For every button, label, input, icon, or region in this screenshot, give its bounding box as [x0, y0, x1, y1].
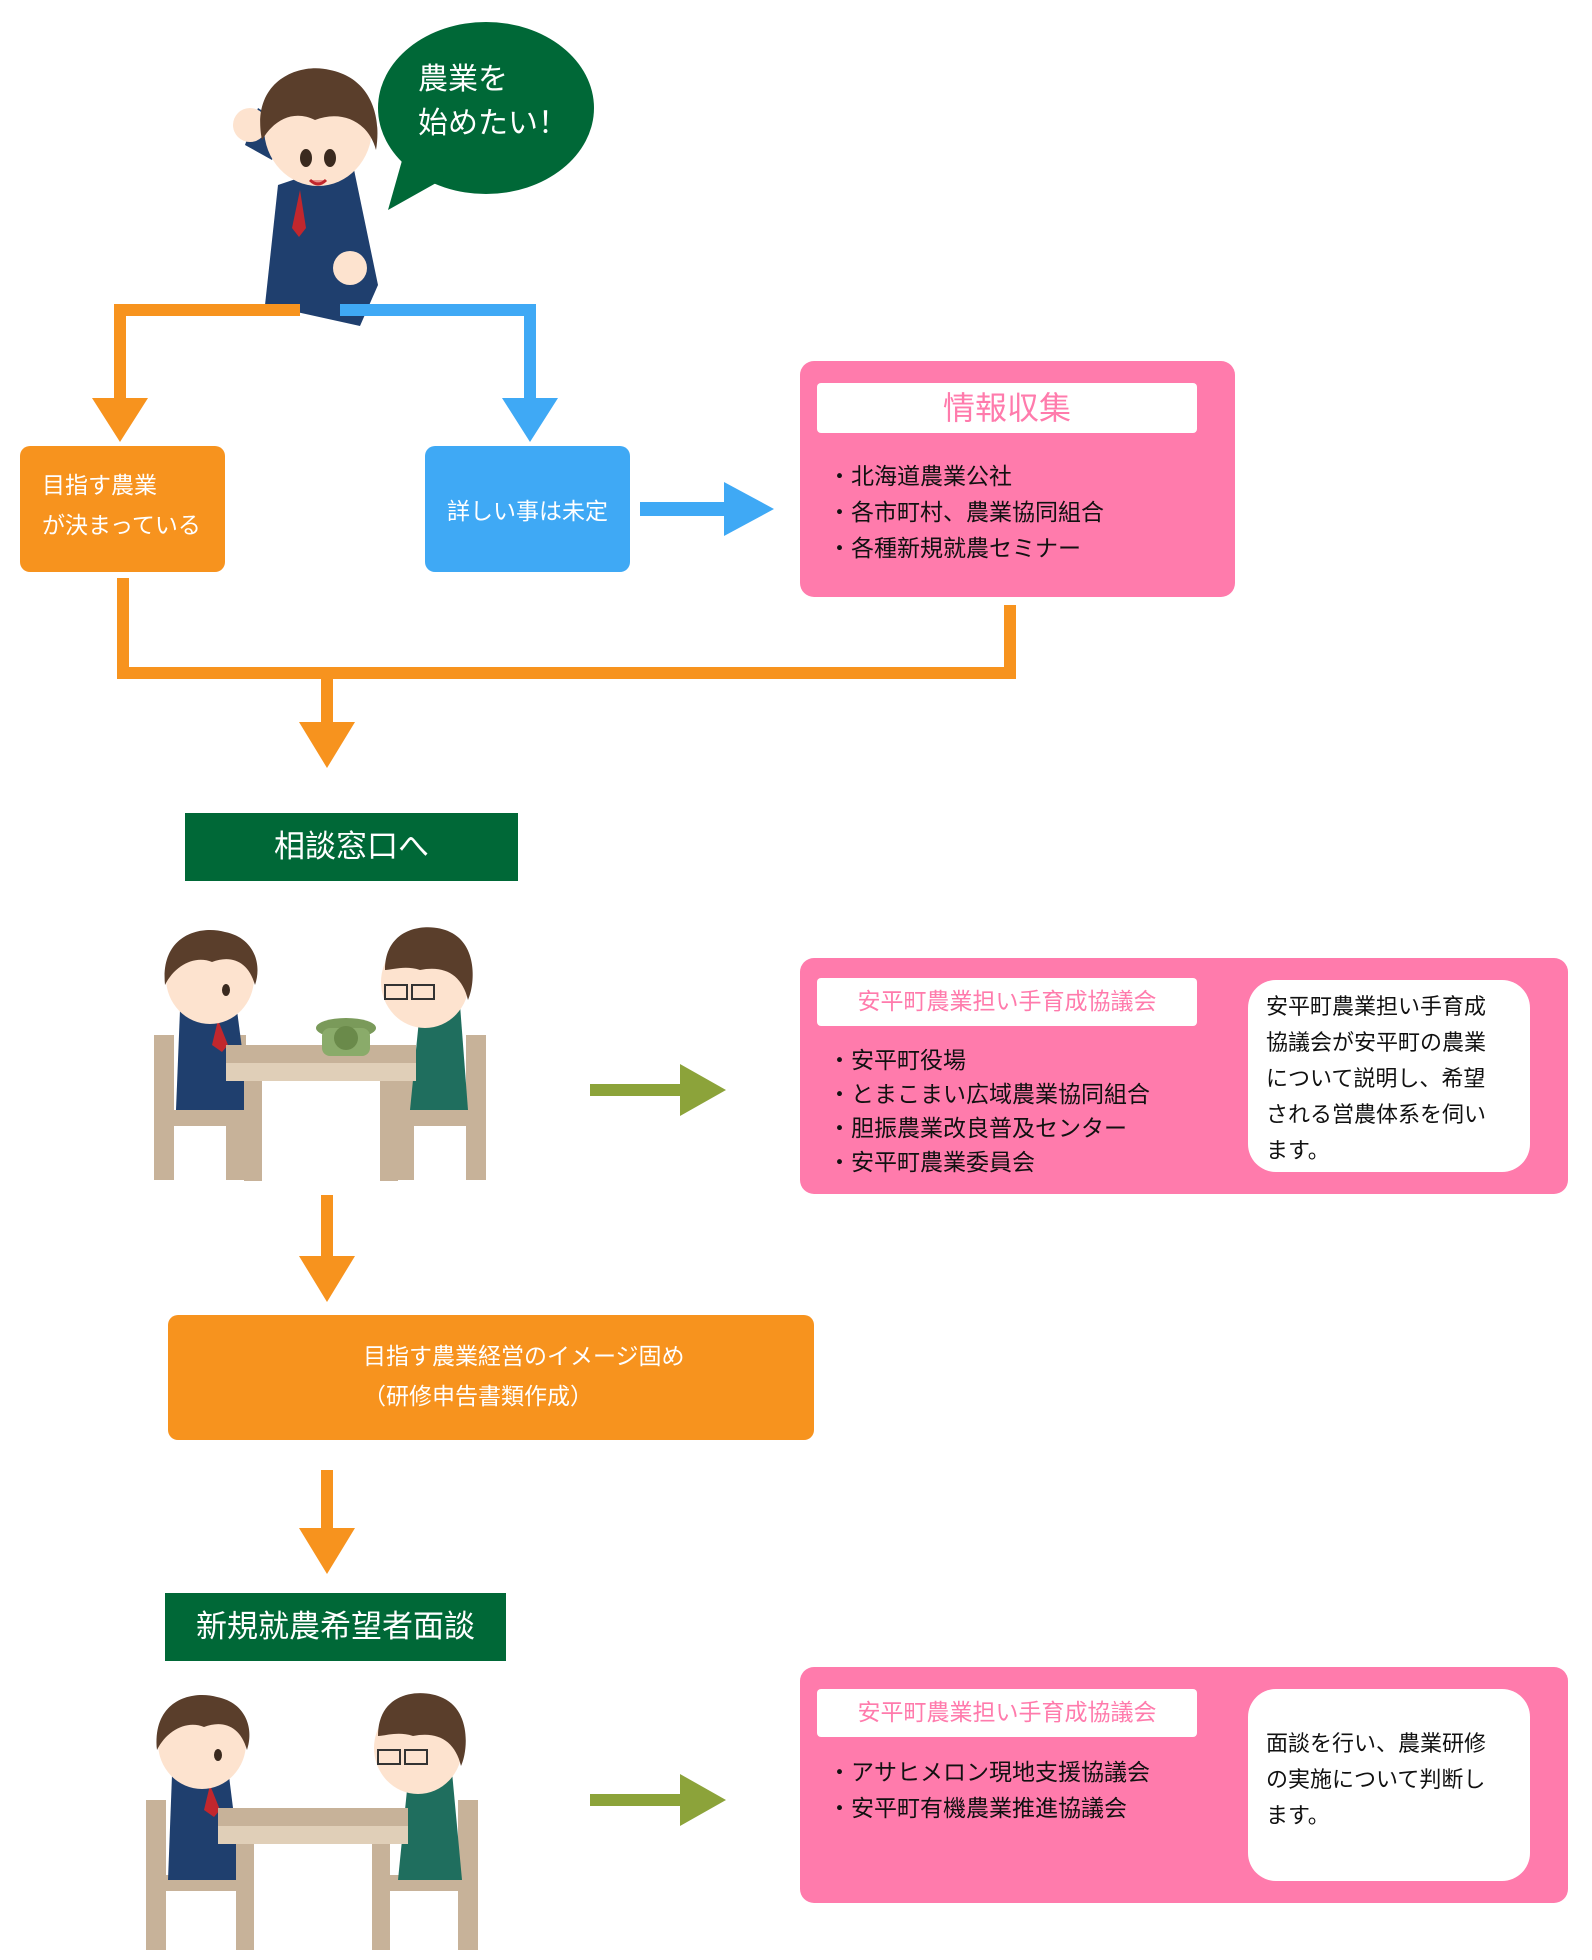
list-item: ・北海道農業公社	[828, 464, 1012, 490]
note-line: ます。	[1266, 1139, 1330, 1164]
council-panel-2-note: 面談を行い、農業研修 の実施について判断し ます。	[1248, 1689, 1530, 1881]
council-panel-2: 安平町農業担い手育成協議会 ・アサヒメロン現地支援協議会 ・安平町有機農業推進協…	[800, 1667, 1568, 1903]
list-item: ・とまこまい広域農業協同組合	[828, 1082, 1150, 1108]
decided-line-1: 目指す農業	[42, 473, 157, 499]
consultation-scene-2-icon	[146, 1693, 478, 1950]
decided-line-2: が決まっている	[42, 513, 201, 539]
council-panel-1-note: 安平町農業担い手育成 協議会が安平町の農業 について説明し、希望 される営農体系…	[1248, 980, 1530, 1172]
undecided-label: 詳しい事は未定	[447, 499, 608, 525]
list-item: ・安平町有機農業推進協議会	[828, 1796, 1127, 1822]
council-panel-1: 安平町農業担い手育成協議会 ・安平町役場 ・とまこまい広域農業協同組合 ・胆振農…	[800, 958, 1568, 1194]
undecided-box: 詳しい事は未定	[425, 446, 630, 572]
business-image-line-2: （研修申告書類作成）	[363, 1384, 593, 1410]
note-line: 安平町農業担い手育成	[1266, 995, 1487, 1020]
list-item: ・胆振農業改良普及センター	[828, 1116, 1127, 1142]
business-image-text: 目指す農業経営のイメージ固め （研修申告書類作成）	[363, 1337, 685, 1417]
list-item: ・各市町村、農業協同組合	[828, 500, 1104, 526]
business-image-box: 目指す農業経営のイメージ固め （研修申告書類作成）	[168, 1315, 814, 1440]
person-raising-hand-icon	[233, 68, 378, 326]
council-panel-2-title: 安平町農業担い手育成協議会	[817, 1689, 1197, 1737]
note-line: ます。	[1266, 1804, 1330, 1829]
interview-banner: 新規就農希望者面談	[165, 1593, 506, 1661]
business-image-line-1: 目指す農業経営のイメージ固め	[363, 1344, 685, 1370]
speech-bubble-text: 農業を 始めたい！	[418, 58, 578, 146]
decided-box: 目指す農業 が決まっている	[20, 446, 225, 572]
info-panel-list: ・北海道農業公社 ・各市町村、農業協同組合 ・各種新規就農セミナー	[828, 459, 1104, 567]
list-item: ・各種新規就農セミナー	[828, 536, 1081, 562]
council-panel-1-list: ・安平町役場 ・とまこまい広域農業協同組合 ・胆振農業改良普及センター ・安平町…	[828, 1044, 1150, 1180]
list-item: ・アサヒメロン現地支援協議会	[828, 1760, 1150, 1786]
note-line: について説明し、希望	[1266, 1067, 1486, 1092]
note-line: 協議会が安平町の農業	[1266, 1031, 1487, 1056]
info-panel-title: 情報収集	[817, 383, 1197, 433]
note-line: される営農体系を伺い	[1266, 1103, 1487, 1128]
note-line: の実施について判断し	[1266, 1768, 1486, 1793]
speech-line-1: 農業を	[418, 62, 508, 97]
list-item: ・安平町役場	[828, 1048, 966, 1074]
info-panel: 情報収集 ・北海道農業公社 ・各市町村、農業協同組合 ・各種新規就農セミナー	[800, 361, 1235, 597]
note-line: 面談を行い、農業研修	[1266, 1732, 1487, 1757]
consultation-scene-1-icon	[154, 927, 486, 1181]
consult-banner: 相談窓口へ	[185, 813, 518, 881]
council-panel-1-title: 安平町農業担い手育成協議会	[817, 978, 1197, 1026]
speech-line-2: 始めたい！	[418, 106, 568, 141]
list-item: ・安平町農業委員会	[828, 1150, 1035, 1176]
council-panel-2-list: ・アサヒメロン現地支援協議会 ・安平町有機農業推進協議会	[828, 1755, 1150, 1827]
speech-bubble	[378, 22, 594, 210]
